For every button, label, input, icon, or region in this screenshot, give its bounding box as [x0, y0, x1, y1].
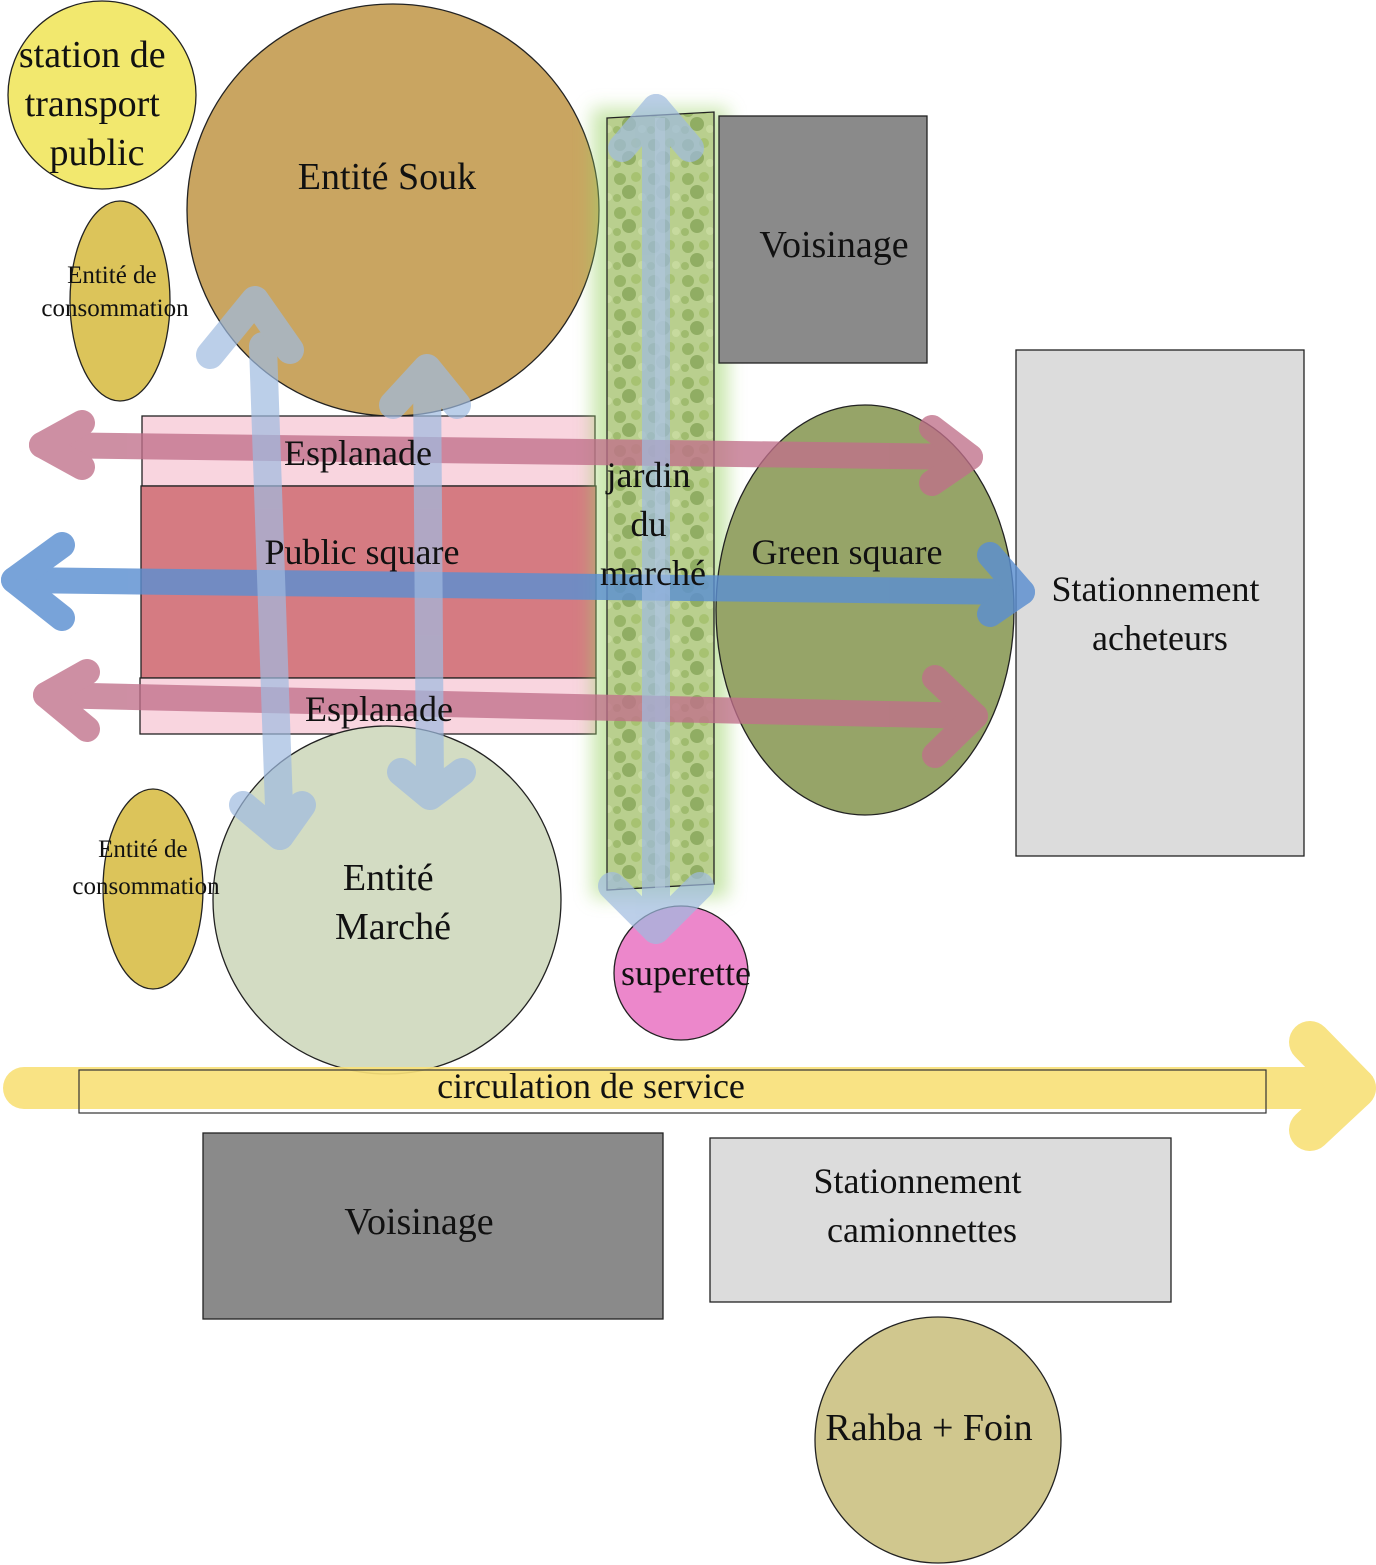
consumption-entity-bottom-label: Entité de consommation	[72, 836, 220, 900]
souk-to-marche-flow-arrow-right	[413, 358, 444, 800]
consumption-entity-bottom-ellipse	[102, 788, 204, 990]
voisinage-bottom-block	[202, 1132, 664, 1320]
marche-entity-label: Entité Marché	[335, 857, 451, 948]
buyers-parking-label: Stationnement acheteurs	[1052, 569, 1269, 658]
consumption-entity-top-label: Entité de consommation	[41, 262, 189, 322]
voisinage-bottom-label: Voisinage	[344, 1201, 493, 1243]
transport-station-circle	[7, 0, 197, 190]
pedestrian-flow-arrows	[1, 94, 1376, 1151]
green-square-label: Green square	[752, 532, 943, 572]
voisinage-top-block	[718, 115, 928, 364]
service-circulation-label: circulation de service	[437, 1066, 745, 1106]
rahba-foin-circle	[814, 1316, 1062, 1564]
superette-label: superette	[621, 953, 751, 993]
souk-to-marche-flow-arrow-left	[249, 332, 294, 850]
service-circulation-lane	[78, 1069, 1267, 1114]
consumption-entity-top-ellipse	[69, 200, 171, 402]
buyers-parking-block	[1015, 349, 1305, 857]
transport-station-label: station de transport public	[19, 34, 175, 174]
rahba-foin-label: Rahba + Foin	[825, 1407, 1032, 1449]
main-axis-flow-arrow	[1, 567, 1035, 605]
van-parking-block	[709, 1137, 1172, 1303]
esplanade-bottom-flow-arrow	[33, 682, 988, 729]
esplanade-top-label: Esplanade	[284, 433, 432, 473]
esplanade-top-flow-arrow	[29, 432, 983, 470]
souk-entity-circle	[186, 3, 600, 417]
jardin-du-marche-label: jardin du marché	[600, 455, 706, 593]
esplanade-bottom-label: Esplanade	[305, 689, 453, 729]
public-square-label: Public square	[265, 532, 460, 572]
souk-entity-label: Entité Souk	[298, 156, 476, 198]
voisinage-top-label: Voisinage	[759, 224, 908, 266]
van-parking-label: Stationnement camionnettes	[814, 1161, 1031, 1250]
